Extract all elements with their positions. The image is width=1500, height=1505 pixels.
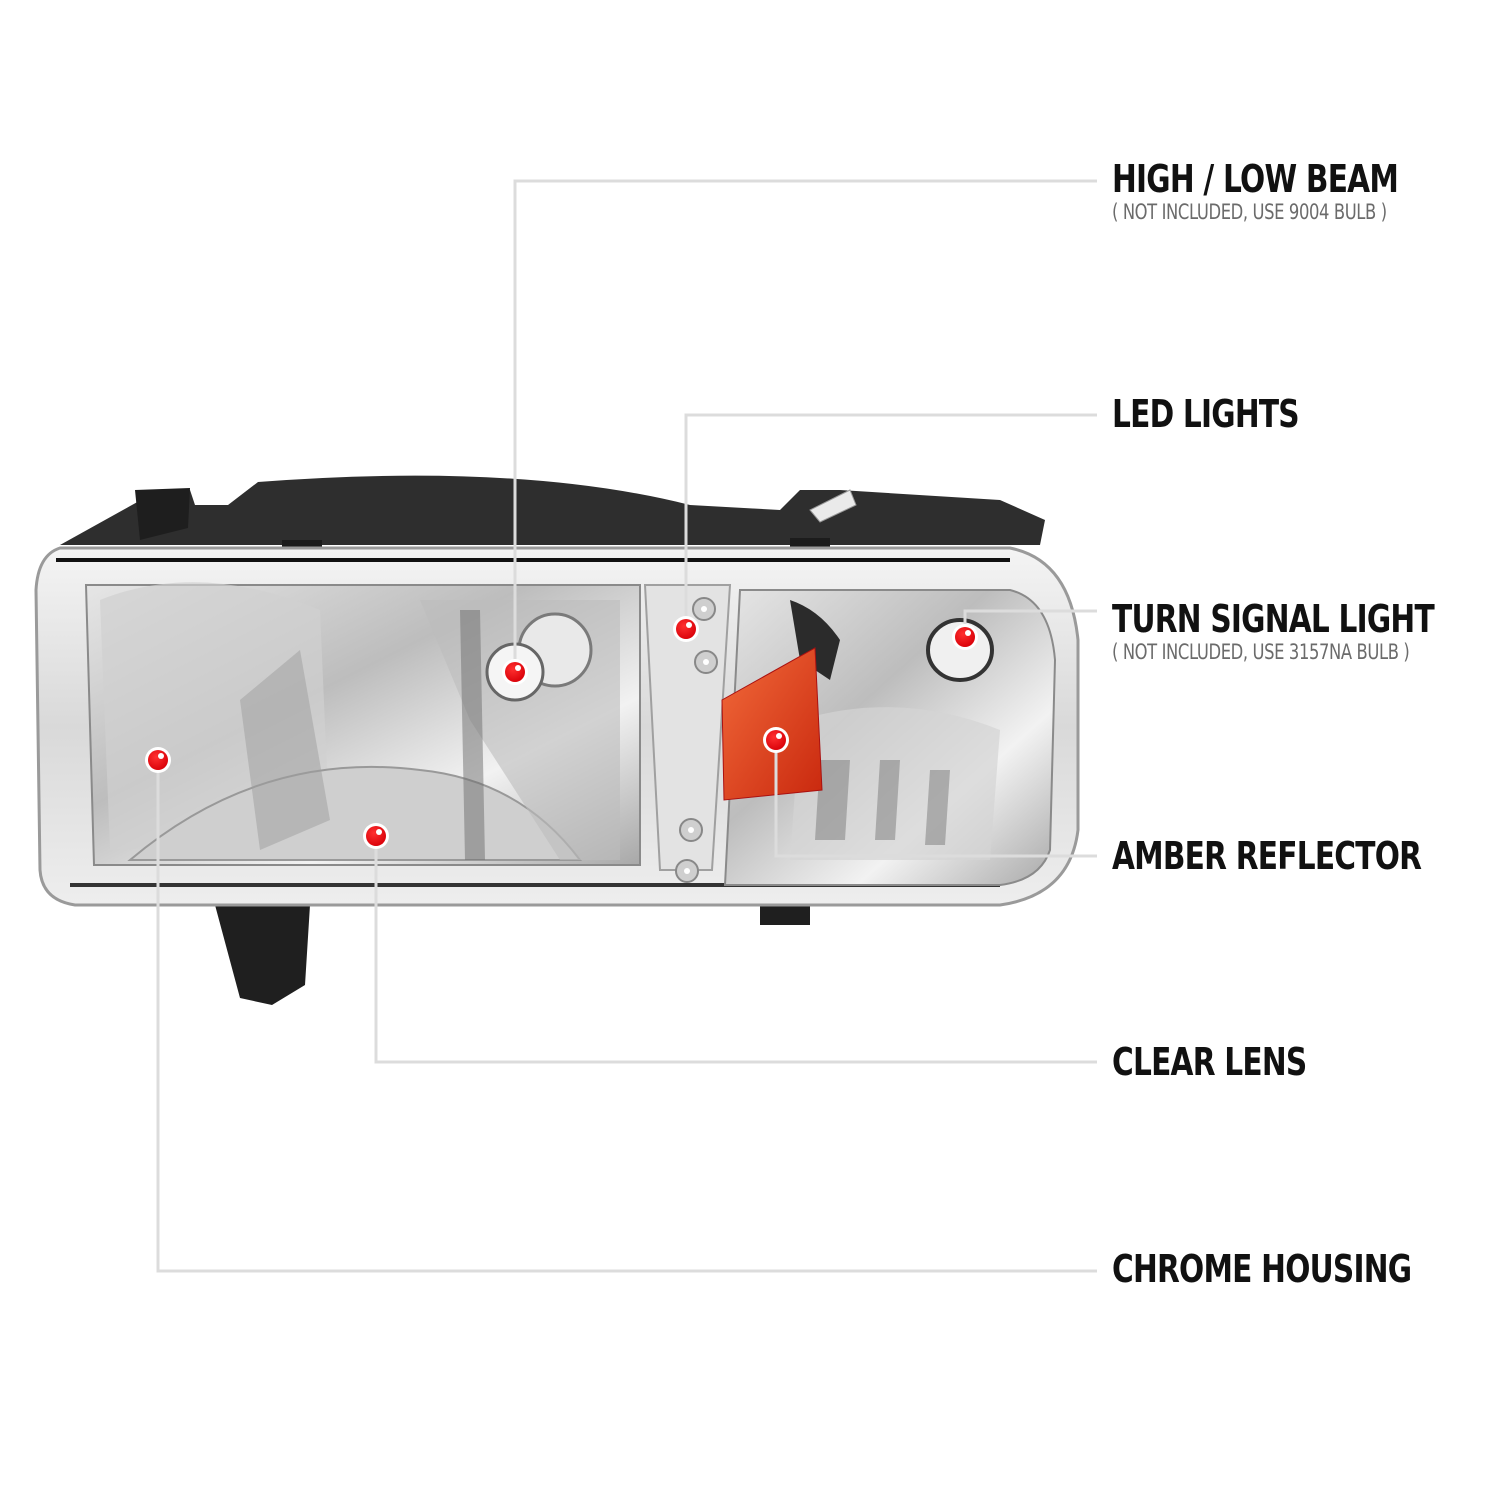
- callout-title: CHROME HOUSING: [1112, 1247, 1412, 1291]
- callout-label-high-low-beam: HIGH / LOW BEAM ( NOT INCLUDED, USE 9004…: [1112, 158, 1479, 224]
- main-lamp-chamber: [84, 582, 641, 866]
- callout-dots: [145, 616, 978, 849]
- led-strip: [643, 584, 732, 883]
- callout-subtitle: ( NOT INCLUDED, USE 3157NA BULB ): [1112, 640, 1410, 664]
- callout-dot-amber-reflector: [763, 727, 789, 753]
- callout-dot-clear-lens: [363, 823, 389, 849]
- callout-label-clear-lens: CLEAR LENS: [1112, 1041, 1361, 1083]
- callout-title: AMBER REFLECTOR: [1112, 834, 1422, 878]
- callout-dot-turn-signal: [952, 624, 978, 650]
- callout-title: TURN SIGNAL LIGHT: [1112, 597, 1435, 641]
- leader-lines: [156, 179, 1097, 1273]
- callout-label-chrome-housing: CHROME HOUSING: [1112, 1248, 1496, 1290]
- amber-reflector-panel: [721, 647, 823, 801]
- callout-title: HIGH / LOW BEAM: [1112, 157, 1399, 201]
- callout-title: CLEAR LENS: [1112, 1040, 1307, 1084]
- callout-label-turn-signal-light: TURN SIGNAL LIGHT ( NOT INCLUDED, USE 31…: [1112, 598, 1500, 664]
- leader-line-chrome-housing: [156, 760, 1097, 1273]
- callout-label-amber-reflector: AMBER REFLECTOR: [1112, 835, 1500, 877]
- callout-dot-chrome-housing: [145, 747, 171, 773]
- callout-label-led-lights: LED LIGHTS: [1112, 393, 1352, 435]
- callout-dot-led-lights: [673, 616, 699, 642]
- callout-dot-high-low-beam: [502, 659, 528, 685]
- leader-line-high-low-beam: [513, 179, 1097, 672]
- leader-line-led-lights: [684, 413, 1097, 629]
- callout-title: LED LIGHTS: [1112, 392, 1300, 436]
- leader-line-clear-lens: [374, 836, 1097, 1064]
- leader-line-amber-reflector: [774, 740, 1097, 858]
- turn-signal-chamber: [721, 589, 1057, 886]
- callout-subtitle: ( NOT INCLUDED, USE 9004 BULB ): [1112, 200, 1387, 224]
